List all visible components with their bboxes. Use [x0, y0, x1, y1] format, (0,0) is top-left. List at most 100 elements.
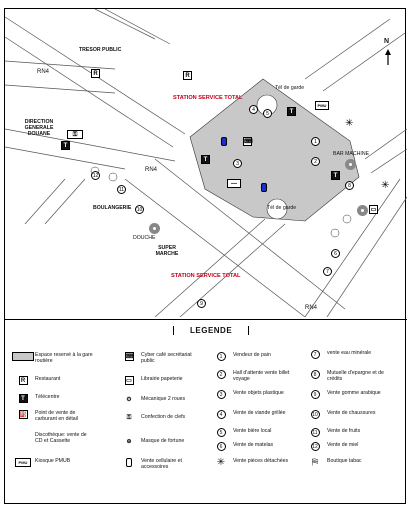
road-label-rn4-top: RN4	[37, 69, 50, 75]
tg-top-label: Tél de garde	[275, 85, 305, 91]
tresor-label: TRESOR PUBLIC	[79, 47, 122, 53]
north-label: N	[384, 38, 390, 45]
number-11-icon: 11	[310, 428, 320, 437]
telecentre-icon: T	[18, 394, 28, 403]
telecentre-icon: T	[61, 141, 70, 150]
legend-item: T Télécentre	[11, 394, 60, 403]
legend-item: ✳ Vente pièces détachées	[216, 457, 289, 468]
telecentre-icon: T	[287, 107, 296, 116]
spare-parts-star-icon: ✳	[381, 180, 390, 191]
legend-item: ▭ Librairie papeterie	[124, 376, 183, 385]
pmu-icon: PMU	[15, 458, 31, 467]
legend-item: 2 Hall d'attente vente billet voyage	[209, 370, 293, 382]
boulangerie-label: BOULANGERIE	[93, 205, 132, 211]
disc-icon	[149, 223, 160, 234]
legend-item: 10 Vente de chaussures	[310, 410, 376, 419]
typewriter-icon: ⌨	[124, 352, 135, 361]
marker-6: 6	[331, 249, 340, 258]
tg-center-label: Tél de garde	[267, 205, 297, 211]
restaurant-icon: R	[183, 71, 192, 80]
site-map: TRESOR PUBLIC RN4 DIRECTION GENERALE DOU…	[5, 9, 407, 317]
legend-item: ⚿ Confection de clefs	[117, 414, 185, 423]
phone-icon	[126, 458, 132, 467]
marker-10: 10	[135, 205, 144, 214]
number-3-icon: 3	[216, 390, 226, 399]
legend-item: ⛽ Point de vente de carburant en détail	[18, 410, 78, 422]
fuel-icon: ⛽	[18, 410, 28, 419]
pmu-icon: PMU	[315, 101, 329, 110]
legend-item: 3 Vente objets plastique	[209, 390, 284, 399]
marker-11: 11	[117, 185, 126, 194]
douane-label: DIRECTION GENERALE DOUANE	[24, 119, 54, 137]
number-7-icon: 7	[310, 350, 320, 359]
restaurant-icon: R	[91, 69, 100, 78]
marker-9: 9	[197, 299, 206, 308]
legend-item: Espace reservé à la gare routière	[11, 352, 95, 364]
marker-5: 5	[263, 109, 272, 118]
phone-icon	[221, 137, 227, 146]
number-1-icon: 1	[216, 352, 226, 361]
tobacco-shop-icon: ⛿	[311, 457, 319, 467]
legend-item: 6 Vente de matelas	[209, 442, 273, 451]
marker-7: 7	[323, 267, 332, 276]
phone-icon	[261, 183, 267, 192]
legend-item: 11 Vente de fruits	[310, 428, 361, 437]
douche-label: DOUCHE	[133, 235, 156, 241]
super-marche-label: SUPER MARCHE	[155, 245, 179, 257]
marker-8: 8	[345, 181, 354, 190]
marker-12: 12	[91, 171, 100, 180]
legend-title: LEGENDE	[173, 326, 250, 335]
legend-item: 5 Vente bière local	[209, 428, 271, 437]
legend-item: ⚙ Mécanique 2 roues	[124, 396, 186, 405]
number-4-icon: 4	[216, 410, 226, 419]
moto-icon: —	[227, 179, 241, 188]
legend-item: PMU Kiosque PMUB	[11, 458, 70, 467]
key-icon: ⚿	[124, 414, 134, 423]
number-9-icon: 9	[310, 390, 320, 399]
number-8-icon: 8	[310, 370, 320, 379]
number-6-icon: 6	[216, 442, 226, 451]
bar-machine-label: BAR MACHINE	[333, 151, 370, 157]
station-bottom-label: STATION SERVICE TOTAL	[171, 273, 241, 279]
legend-item: Discothèque: vente de CD et Cassette	[11, 432, 95, 444]
spare-parts-star-icon: ✳	[345, 118, 354, 129]
gray-area-icon	[12, 352, 34, 361]
number-2-icon: 2	[216, 370, 226, 379]
key-icon: ⚿	[67, 130, 83, 139]
legend-panel: LEGENDE Espace reservé à la gare routièr…	[5, 319, 407, 505]
legend-item: 1 Vendeur de pain	[209, 352, 271, 361]
island-center	[266, 198, 288, 220]
legend-item: 7 vente eau minérale	[303, 350, 371, 359]
disc-icon	[345, 159, 356, 170]
legend-item: ⛿ Boutique tabac	[311, 457, 362, 467]
marker-3: 3	[233, 159, 242, 168]
legend-item: 4 Vente de viande grillée	[209, 410, 286, 419]
lotto-icon: ⊕	[124, 438, 134, 447]
marker-1: 1	[311, 137, 320, 146]
legend-item: Vente cellulaire et accessoires	[117, 458, 201, 470]
restaurant-icon: R	[18, 376, 28, 385]
station-top-label: STATION SERVICE TOTAL	[173, 95, 243, 101]
marker-2: 2	[311, 157, 320, 166]
spare-parts-star-icon: ✳	[216, 457, 226, 468]
typewriter-icon: ⌨	[243, 137, 253, 146]
legend-item: ⌨ Cyber café secrétariat public	[124, 352, 192, 364]
book-icon: ▭	[369, 205, 378, 214]
legend-item: 12 Vente de miel	[310, 442, 359, 451]
disc-icon	[357, 205, 368, 216]
legend-item: ⊕ Masque de fortune	[124, 438, 185, 447]
number-12-icon: 12	[310, 442, 320, 451]
number-5-icon: 5	[216, 428, 226, 437]
road-label-rn4-mid: RN4	[145, 167, 158, 173]
telecentre-icon: T	[201, 155, 210, 164]
legend-item: 9 Vente gomme arabique	[303, 390, 381, 399]
disc-icon	[18, 432, 28, 441]
map-frame: TRESOR PUBLIC RN4 DIRECTION GENERALE DOU…	[4, 8, 407, 505]
moto-icon: ⚙	[124, 396, 134, 405]
telecentre-icon: T	[331, 171, 340, 180]
book-icon: ▭	[124, 376, 134, 385]
marker-4: 4	[249, 105, 258, 114]
legend-item: R Restaurant	[11, 376, 60, 385]
number-10-icon: 10	[310, 410, 320, 419]
road-label-rn4-bottom: RN4	[305, 305, 318, 311]
